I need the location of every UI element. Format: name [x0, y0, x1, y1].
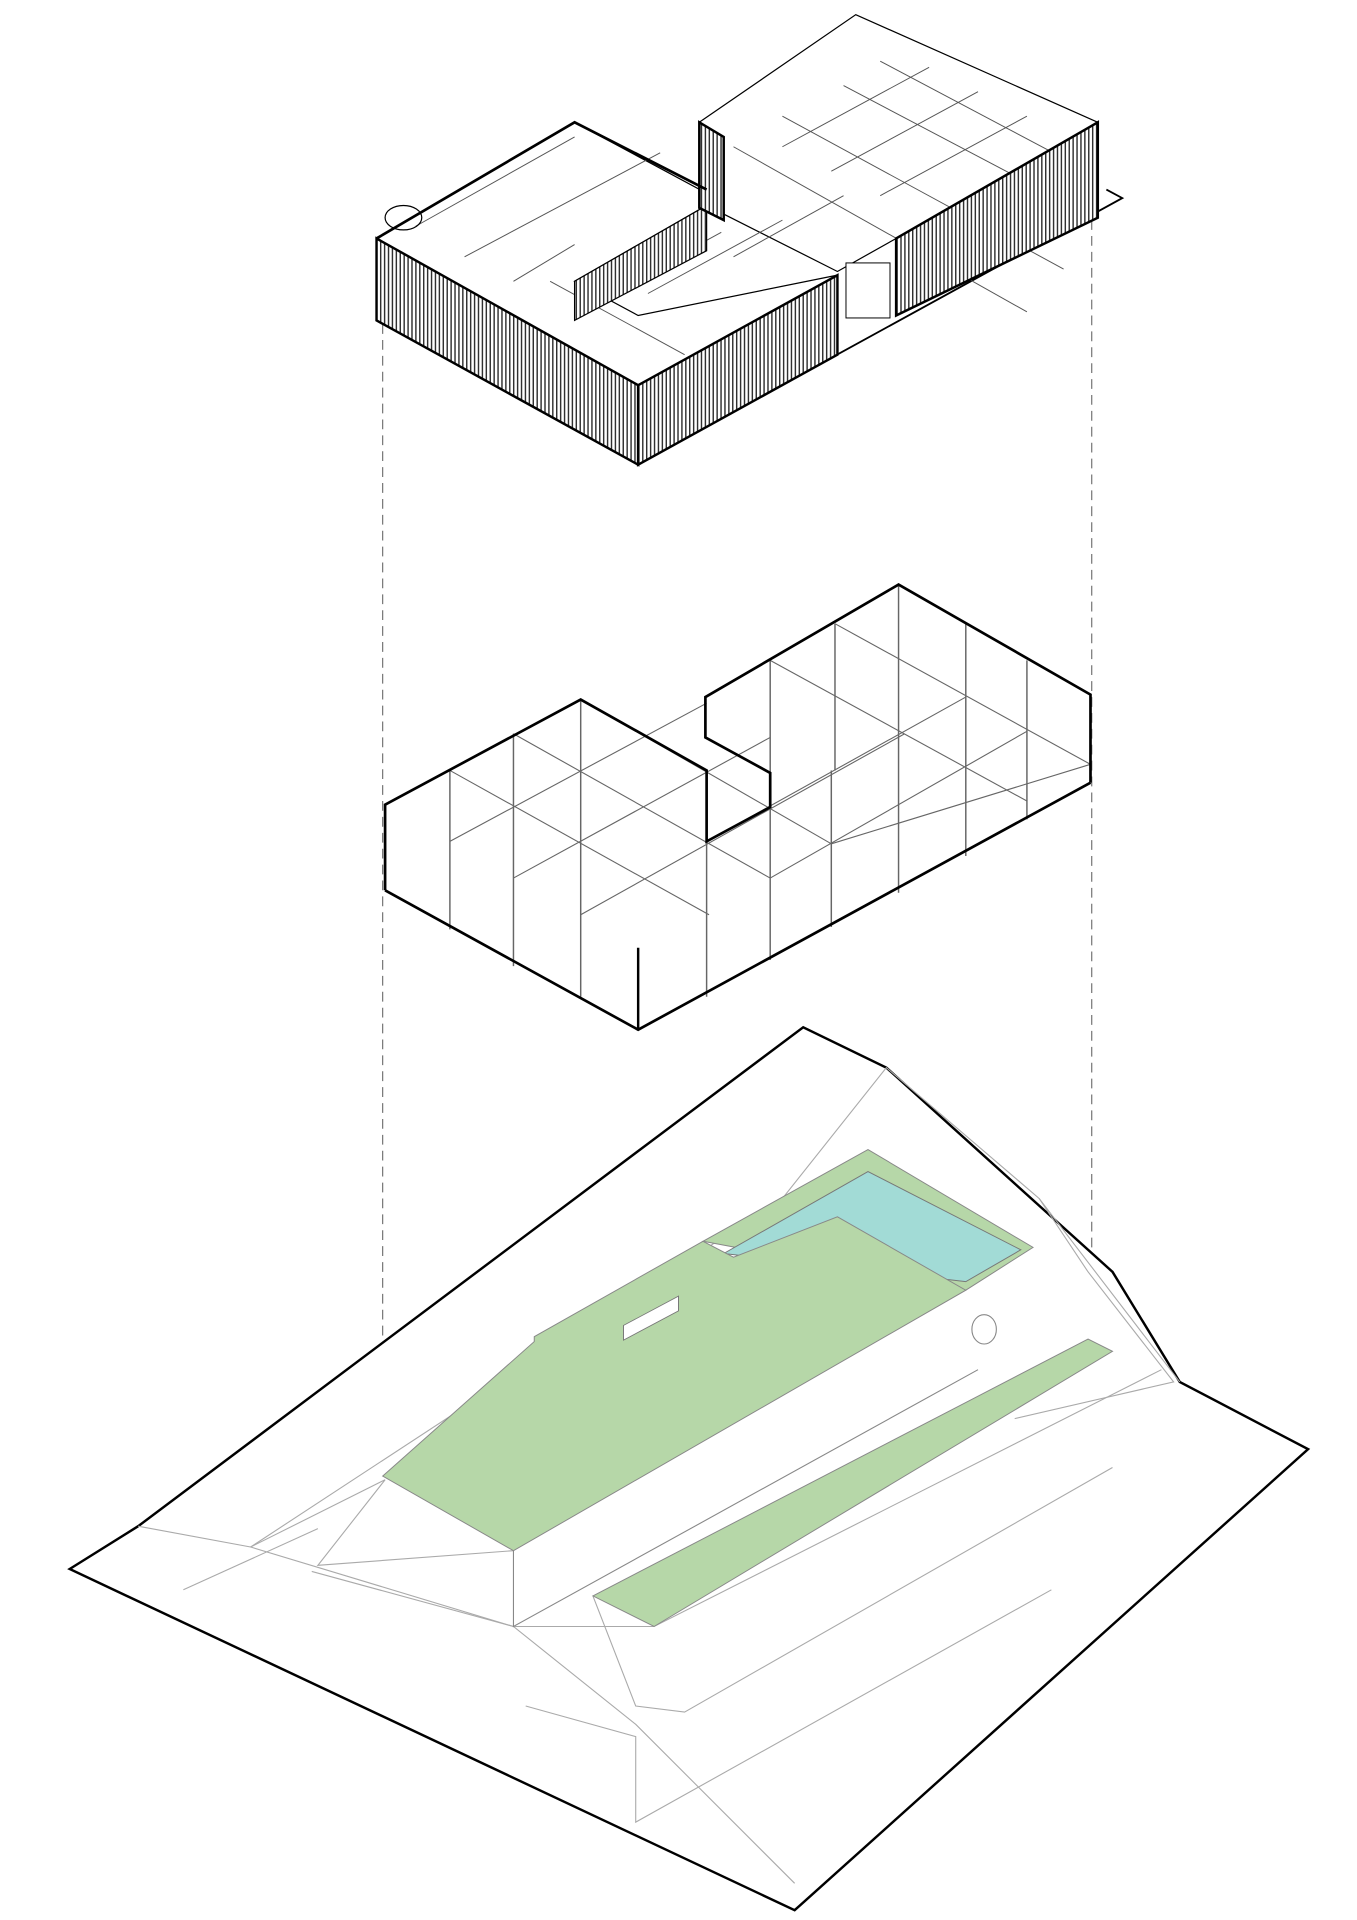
- roof-facade-layer: [375, 13, 1125, 467]
- skylight-grid: [415, 60, 1089, 356]
- inner-wall: [573, 204, 708, 322]
- frame-outline: [383, 583, 1092, 891]
- structural-frame-layer: [383, 583, 1092, 1032]
- round-skylight: [384, 204, 423, 231]
- roof-opening: [622, 1295, 679, 1341]
- round-window: [971, 1314, 997, 1345]
- site-layer: [67, 1025, 1311, 1912]
- left-wing-front-wall: [636, 273, 839, 467]
- terrain-lines: [138, 1066, 1181, 1884]
- top-outline: [375, 120, 708, 240]
- lower-roof-slab: [591, 1338, 1114, 1628]
- house-front-wall: [512, 1369, 979, 1628]
- entry-glazing: [845, 262, 891, 319]
- main-roof-slab: [381, 1216, 967, 1552]
- frame-members: [384, 584, 1091, 1031]
- right-wing-side-wall: [698, 120, 725, 223]
- right-wing-front-wall: [894, 120, 1100, 318]
